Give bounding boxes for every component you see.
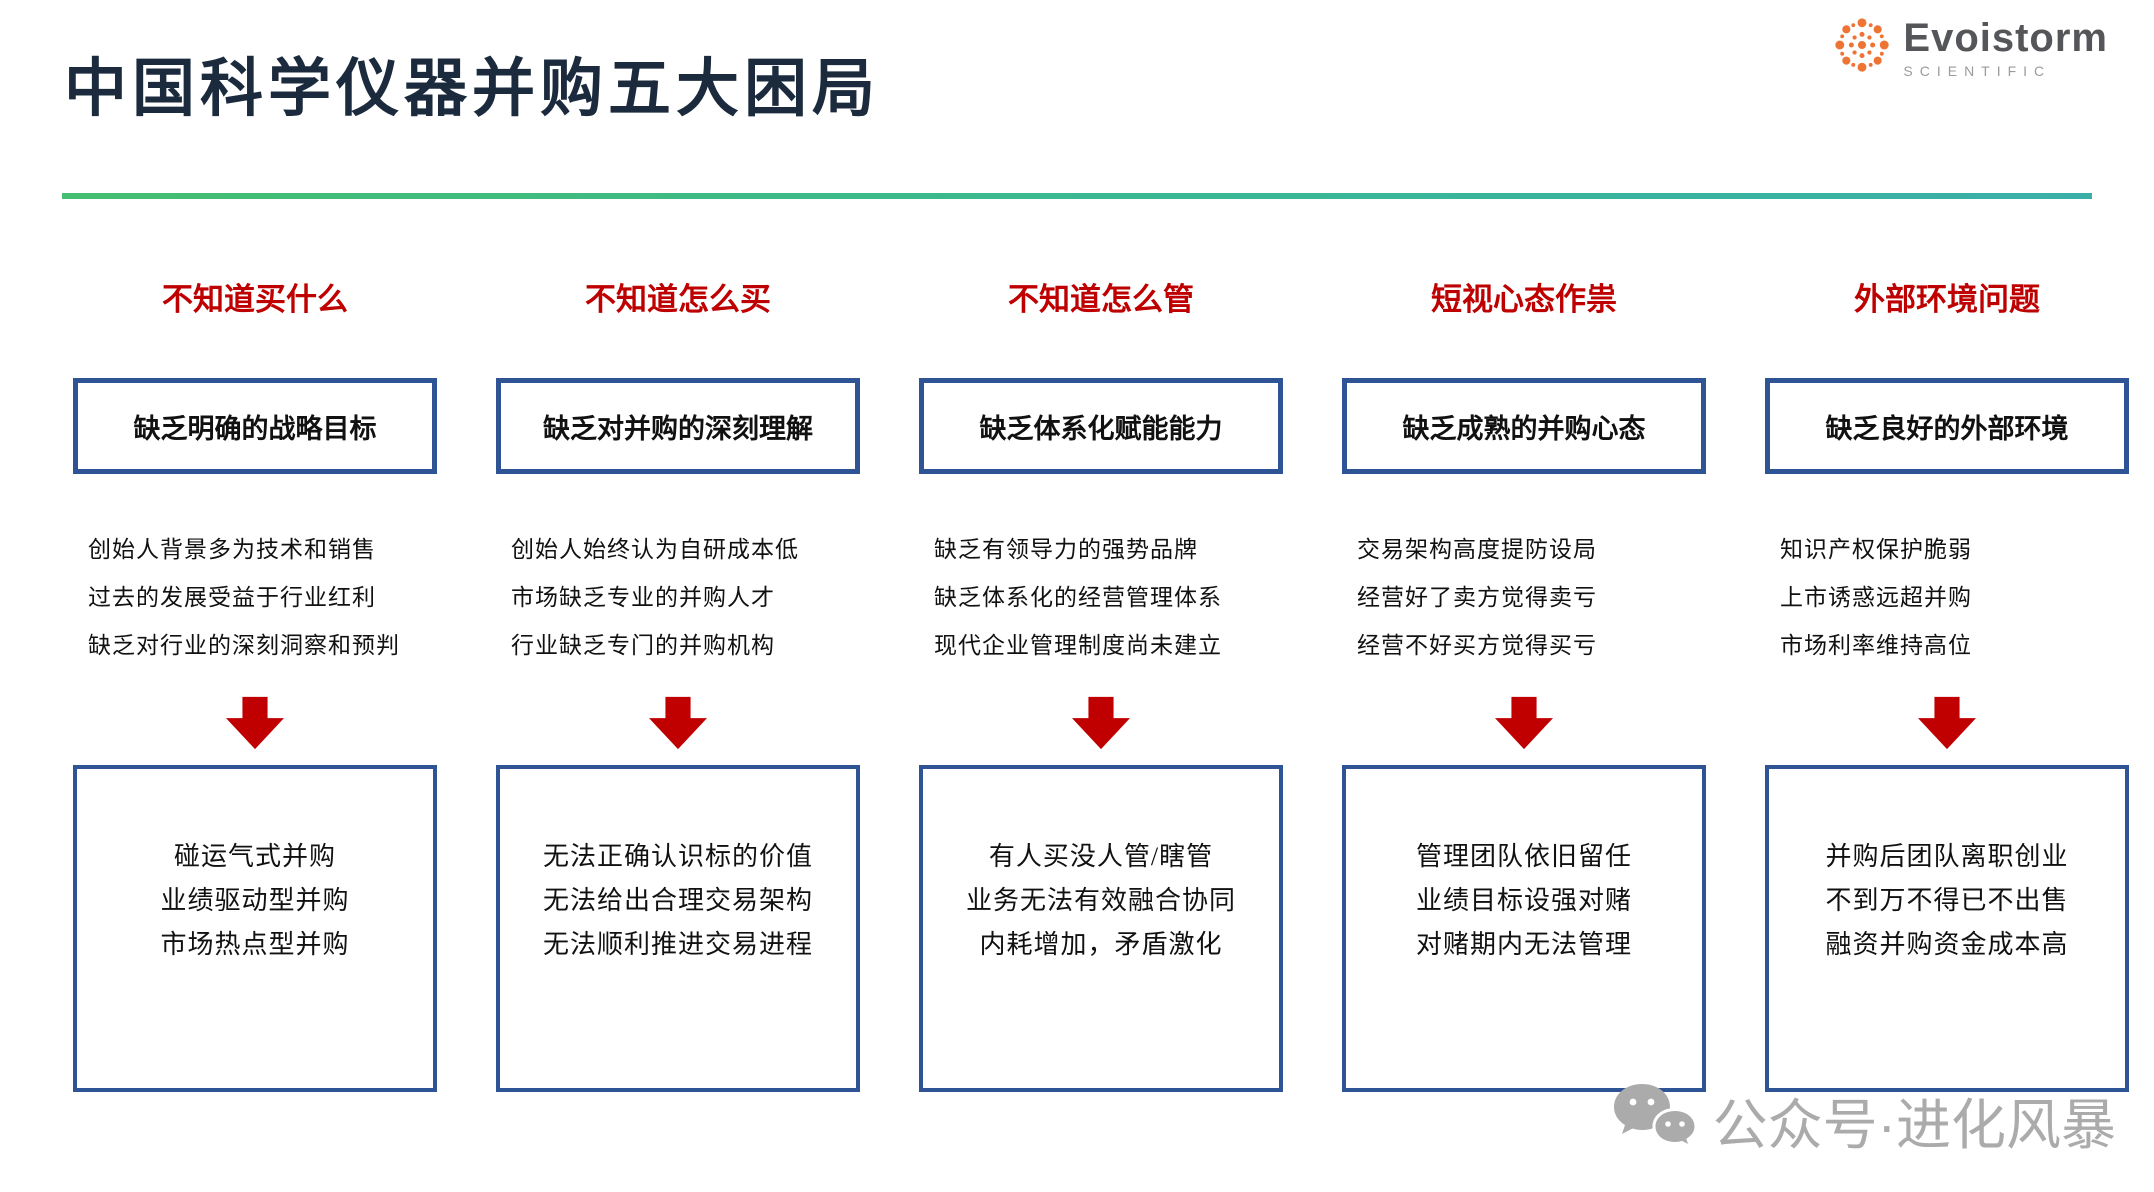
problem-label: 缺乏良好的外部环境: [1825, 413, 2069, 444]
outcome-item: 并购后团队离职创业: [1825, 841, 2069, 871]
outcome-item: 无法给出合理交易架构: [542, 885, 813, 915]
column-header: 不知道买什么: [162, 282, 348, 317]
outcome-item: 无法正确认识标的价值: [542, 841, 813, 871]
detail-item: 缺乏体系化的经营管理体系: [934, 585, 1222, 610]
down-arrow-icon: [1765, 696, 2129, 750]
diagram-columns: 不知道买什么 缺乏明确的战略目标 创始人背景多为技术和销售 过去的发展受益于行业…: [73, 268, 2129, 1098]
outcome-box: 有人买没人管/瞎管 业务无法有效融合协同 内耗增加，矛盾激化: [919, 765, 1283, 1092]
column-how-to-manage: 不知道怎么管 缺乏体系化赋能能力 缺乏有领导力的强势品牌 缺乏体系化的经营管理体…: [919, 268, 1283, 1098]
down-arrow-icon: [1342, 696, 1706, 750]
detail-item: 行业缺乏专门的并购机构: [511, 633, 775, 658]
outcome-item: 无法顺利推进交易进程: [542, 929, 813, 959]
watermark: 公众号·进化风暴: [1611, 1080, 2116, 1160]
outcome-item: 管理团队依旧留任: [1415, 841, 1632, 871]
detail-list: 交易架构高度提防设局 经营好了卖方觉得卖亏 经营不好买方觉得买亏: [1342, 526, 1706, 670]
detail-item: 过去的发展受益于行业红利: [88, 585, 376, 610]
outcome-item: 不到万不得已不出售: [1825, 885, 2069, 915]
outcome-box: 并购后团队离职创业 不到万不得已不出售 融资并购资金成本高: [1765, 765, 2129, 1092]
down-arrow-icon: [496, 696, 860, 750]
column-how-to-buy: 不知道怎么买 缺乏对并购的深刻理解 创始人始终认为自研成本低 市场缺乏专业的并购…: [496, 268, 860, 1098]
outcome-item: 业绩目标设强对赌: [1415, 885, 1632, 915]
problem-label: 缺乏体系化赋能能力: [979, 413, 1223, 444]
problem-box: 缺乏体系化赋能能力: [919, 378, 1283, 474]
detail-list: 创始人始终认为自研成本低 市场缺乏专业的并购人才 行业缺乏专门的并购机构: [496, 526, 860, 670]
detail-item: 创始人始终认为自研成本低: [511, 537, 799, 562]
logo-subtitle: SCIENTIFIC: [1903, 62, 2052, 79]
problem-box: 缺乏成熟的并购心态: [1342, 378, 1706, 474]
wechat-icon: [1611, 1082, 1699, 1159]
detail-item: 缺乏对行业的深刻洞察和预判: [88, 633, 400, 658]
column-short-sighted-mindset: 短视心态作祟 缺乏成熟的并购心态 交易架构高度提防设局 经营好了卖方觉得卖亏 经…: [1342, 268, 1706, 1098]
column-header: 外部环境问题: [1854, 282, 2040, 317]
detail-item: 缺乏有领导力的强势品牌: [934, 537, 1198, 562]
problem-label: 缺乏对并购的深刻理解: [543, 413, 813, 444]
evoistorm-logo: Evoistorm SCIENTIFIC: [1833, 16, 2108, 79]
problem-box: 缺乏良好的外部环境: [1765, 378, 2129, 474]
problem-box: 缺乏明确的战略目标: [73, 378, 437, 474]
detail-item: 市场缺乏专业的并购人才: [511, 585, 775, 610]
watermark-text: 公众号·进化风暴: [1712, 1094, 2116, 1156]
column-header: 短视心态作祟: [1431, 282, 1617, 317]
column-what-to-buy: 不知道买什么 缺乏明确的战略目标 创始人背景多为技术和销售 过去的发展受益于行业…: [73, 268, 437, 1098]
column-header: 不知道怎么买: [585, 282, 771, 317]
detail-item: 现代企业管理制度尚未建立: [934, 633, 1222, 658]
down-arrow-icon: [73, 696, 437, 750]
evoistorm-burst-icon: [1833, 16, 1891, 79]
down-arrow-icon: [919, 696, 1283, 750]
detail-item: 交易架构高度提防设局: [1357, 537, 1597, 562]
outcome-item: 内耗增加，矛盾激化: [979, 929, 1223, 959]
outcome-box: 无法正确认识标的价值 无法给出合理交易架构 无法顺利推进交易进程: [496, 765, 860, 1092]
outcome-item: 业务无法有效融合协同: [965, 885, 1236, 915]
detail-item: 知识产权保护脆弱: [1780, 537, 1972, 562]
column-header: 不知道怎么管: [1008, 282, 1194, 317]
outcome-box: 碰运气式并购 业绩驱动型并购 市场热点型并购: [73, 765, 437, 1092]
problem-label: 缺乏明确的战略目标: [133, 413, 377, 444]
column-external-environment: 外部环境问题 缺乏良好的外部环境 知识产权保护脆弱 上市诱惑远超并购 市场利率维…: [1765, 268, 2129, 1098]
logo-brand-name: Evoistorm: [1903, 15, 2108, 60]
detail-item: 市场利率维持高位: [1780, 633, 1972, 658]
detail-list: 知识产权保护脆弱 上市诱惑远超并购 市场利率维持高位: [1765, 526, 2129, 670]
outcome-item: 对赌期内无法管理: [1415, 929, 1632, 959]
detail-list: 创始人背景多为技术和销售 过去的发展受益于行业红利 缺乏对行业的深刻洞察和预判: [73, 526, 437, 670]
title-divider: [62, 193, 2092, 199]
detail-item: 经营好了卖方觉得卖亏: [1357, 585, 1597, 610]
problem-label: 缺乏成熟的并购心态: [1402, 413, 1646, 444]
detail-item: 经营不好买方觉得买亏: [1357, 633, 1597, 658]
detail-item: 创始人背景多为技术和销售: [88, 537, 376, 562]
outcome-item: 有人买没人管/瞎管: [988, 841, 1214, 871]
outcome-item: 融资并购资金成本高: [1825, 929, 2069, 959]
detail-list: 缺乏有领导力的强势品牌 缺乏体系化的经营管理体系 现代企业管理制度尚未建立: [919, 526, 1283, 670]
outcome-item: 业绩驱动型并购: [160, 885, 350, 915]
page-title: 中国科学仪器并购五大困局: [64, 54, 880, 124]
outcome-box: 管理团队依旧留任 业绩目标设强对赌 对赌期内无法管理: [1342, 765, 1706, 1092]
problem-box: 缺乏对并购的深刻理解: [496, 378, 860, 474]
outcome-item: 碰运气式并购: [173, 841, 336, 871]
outcome-item: 市场热点型并购: [160, 929, 350, 959]
detail-item: 上市诱惑远超并购: [1780, 585, 1972, 610]
